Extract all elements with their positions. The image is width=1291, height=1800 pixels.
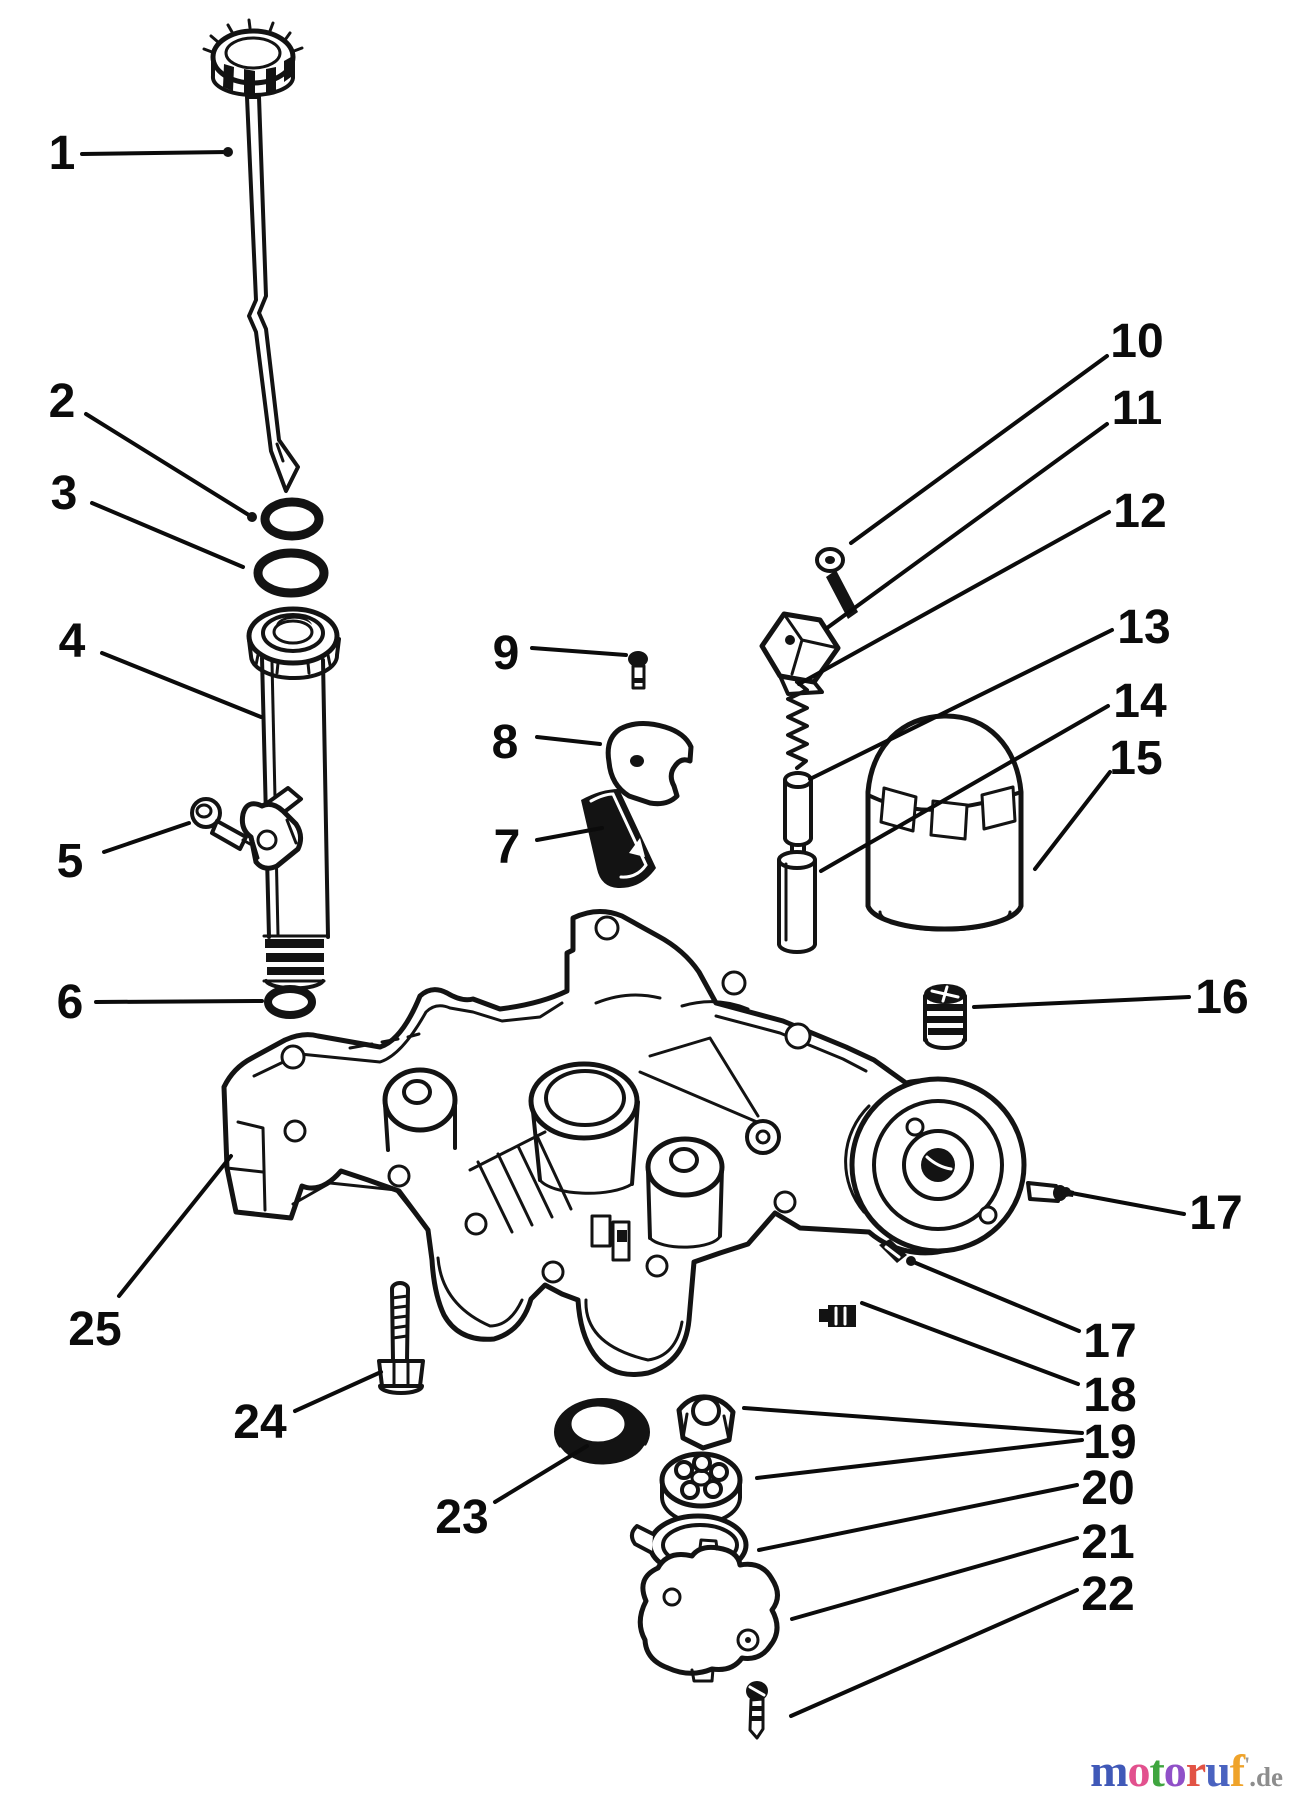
leader-dot-1 (223, 147, 233, 157)
pump-rotor (659, 1451, 743, 1525)
leader-line-17a (1064, 1190, 1186, 1216)
callout-label-3: 3 (51, 467, 78, 520)
callout-label-7: 7 (494, 821, 521, 874)
leader-line-1 (80, 150, 230, 156)
leader-line-20 (757, 1483, 1079, 1552)
callout-label-2: 2 (49, 375, 76, 428)
watermark-tick: ' (1244, 1752, 1250, 1777)
o-ring-upper (260, 497, 324, 541)
callout-label-17a: 17 (1189, 1187, 1242, 1240)
leader-line-5 (102, 821, 191, 854)
callout-label-25: 25 (68, 1303, 121, 1356)
watermark-letter: o (1163, 1745, 1187, 1796)
pump-housing-boss (844, 1076, 1027, 1254)
callout-label-20: 20 (1081, 1462, 1134, 1515)
callout-label-18: 18 (1083, 1369, 1136, 1422)
callout-label-23: 23 (435, 1491, 488, 1544)
leader-line-23 (493, 1444, 589, 1504)
pump-nut (676, 1394, 736, 1451)
pan-left-boss (382, 1067, 458, 1152)
oil-filter (865, 713, 1024, 932)
leader-dot-17a (1061, 1187, 1071, 1197)
leader-line-3 (90, 501, 245, 569)
tube-clamp (239, 786, 304, 871)
retainer-plate (605, 721, 694, 807)
o-ring-lower (253, 548, 329, 598)
leader-line-11 (825, 422, 1109, 630)
leader-dot-17b (906, 1256, 916, 1266)
callout-label-15: 15 (1109, 732, 1162, 785)
leader-line-7 (535, 826, 604, 842)
watermark-letter: f (1229, 1745, 1245, 1796)
valve-spring (786, 680, 809, 770)
clamp-bolt (190, 797, 252, 851)
callout-label-10: 10 (1110, 315, 1163, 368)
pump-cover (637, 1538, 780, 1683)
leader-line-17b (909, 1259, 1081, 1333)
wear-plate (581, 789, 656, 889)
callout-label-13: 13 (1117, 601, 1170, 654)
callout-label-1: 1 (49, 127, 76, 180)
dipstick-stem (245, 95, 300, 493)
leader-line-18 (860, 1301, 1080, 1386)
leader-line-22 (789, 1588, 1079, 1718)
valve-plunger (777, 850, 817, 954)
callout-label-22: 22 (1081, 1568, 1134, 1621)
dipstick (202, 18, 304, 493)
callout-label-4: 4 (59, 615, 86, 668)
leader-line-14 (819, 704, 1110, 873)
callout-label-8: 8 (492, 716, 519, 769)
callout-label-12: 12 (1113, 485, 1166, 538)
pan-right-boss (645, 1136, 725, 1249)
callout-label-5: 5 (57, 835, 84, 888)
callout-label-11: 11 (1112, 382, 1163, 435)
watermark-word: motoruf (1090, 1745, 1245, 1796)
valve-bolt (815, 547, 858, 619)
leader-line-13 (808, 628, 1114, 781)
leader-line-24 (293, 1370, 383, 1413)
callouts-layer: 1234567891011121314151617171819202122232… (49, 127, 1249, 1718)
callout-label-24: 24 (233, 1396, 287, 1449)
leader-line-15 (1033, 770, 1112, 871)
callout-label-14: 14 (1113, 675, 1167, 728)
callout-label-6: 6 (57, 976, 84, 1029)
dowel-pin (879, 1239, 907, 1263)
callout-label-16: 16 (1195, 971, 1248, 1024)
dipstick-tube (246, 606, 341, 991)
leader-line-8 (535, 735, 602, 746)
leader-line-25 (117, 1154, 233, 1298)
leader-line-4 (100, 651, 263, 719)
watermark-letter: r (1185, 1745, 1206, 1796)
leader-line-6 (94, 999, 264, 1004)
leader-dot-2 (247, 512, 257, 522)
watermark: motoruf'.de (1090, 1748, 1283, 1794)
watermark-letter: u (1205, 1745, 1231, 1796)
leader-line-9 (530, 646, 628, 657)
pan-bolt (377, 1281, 425, 1395)
retainer-screw (628, 651, 648, 690)
watermark-suffix: .de (1249, 1762, 1283, 1792)
leader-line-19-1 (742, 1406, 1084, 1435)
leader-line-12 (797, 510, 1111, 686)
watermark-letter: m (1090, 1745, 1128, 1796)
valve-piston (783, 771, 813, 856)
callout-label-9: 9 (493, 627, 520, 680)
leader-line-2 (84, 412, 254, 519)
leader-line-19-2 (755, 1438, 1084, 1480)
leader-line-16 (972, 995, 1191, 1009)
callout-label-17b: 17 (1083, 1315, 1136, 1368)
leader-line-21 (790, 1536, 1079, 1621)
oil-pan (221, 909, 1074, 1377)
cover-screw (746, 1681, 768, 1740)
leader-line-10 (849, 354, 1109, 545)
watermark-letter: o (1127, 1745, 1150, 1796)
pan-center-boss (528, 1061, 640, 1195)
drain-fitting (923, 984, 967, 1050)
tube-o-ring (264, 985, 316, 1019)
callout-label-21: 21 (1081, 1516, 1134, 1569)
valve-bracket (759, 611, 841, 696)
callout-label-19: 19 (1083, 1416, 1136, 1469)
square-plug (819, 1305, 856, 1327)
watermark-letter: t (1149, 1745, 1164, 1796)
